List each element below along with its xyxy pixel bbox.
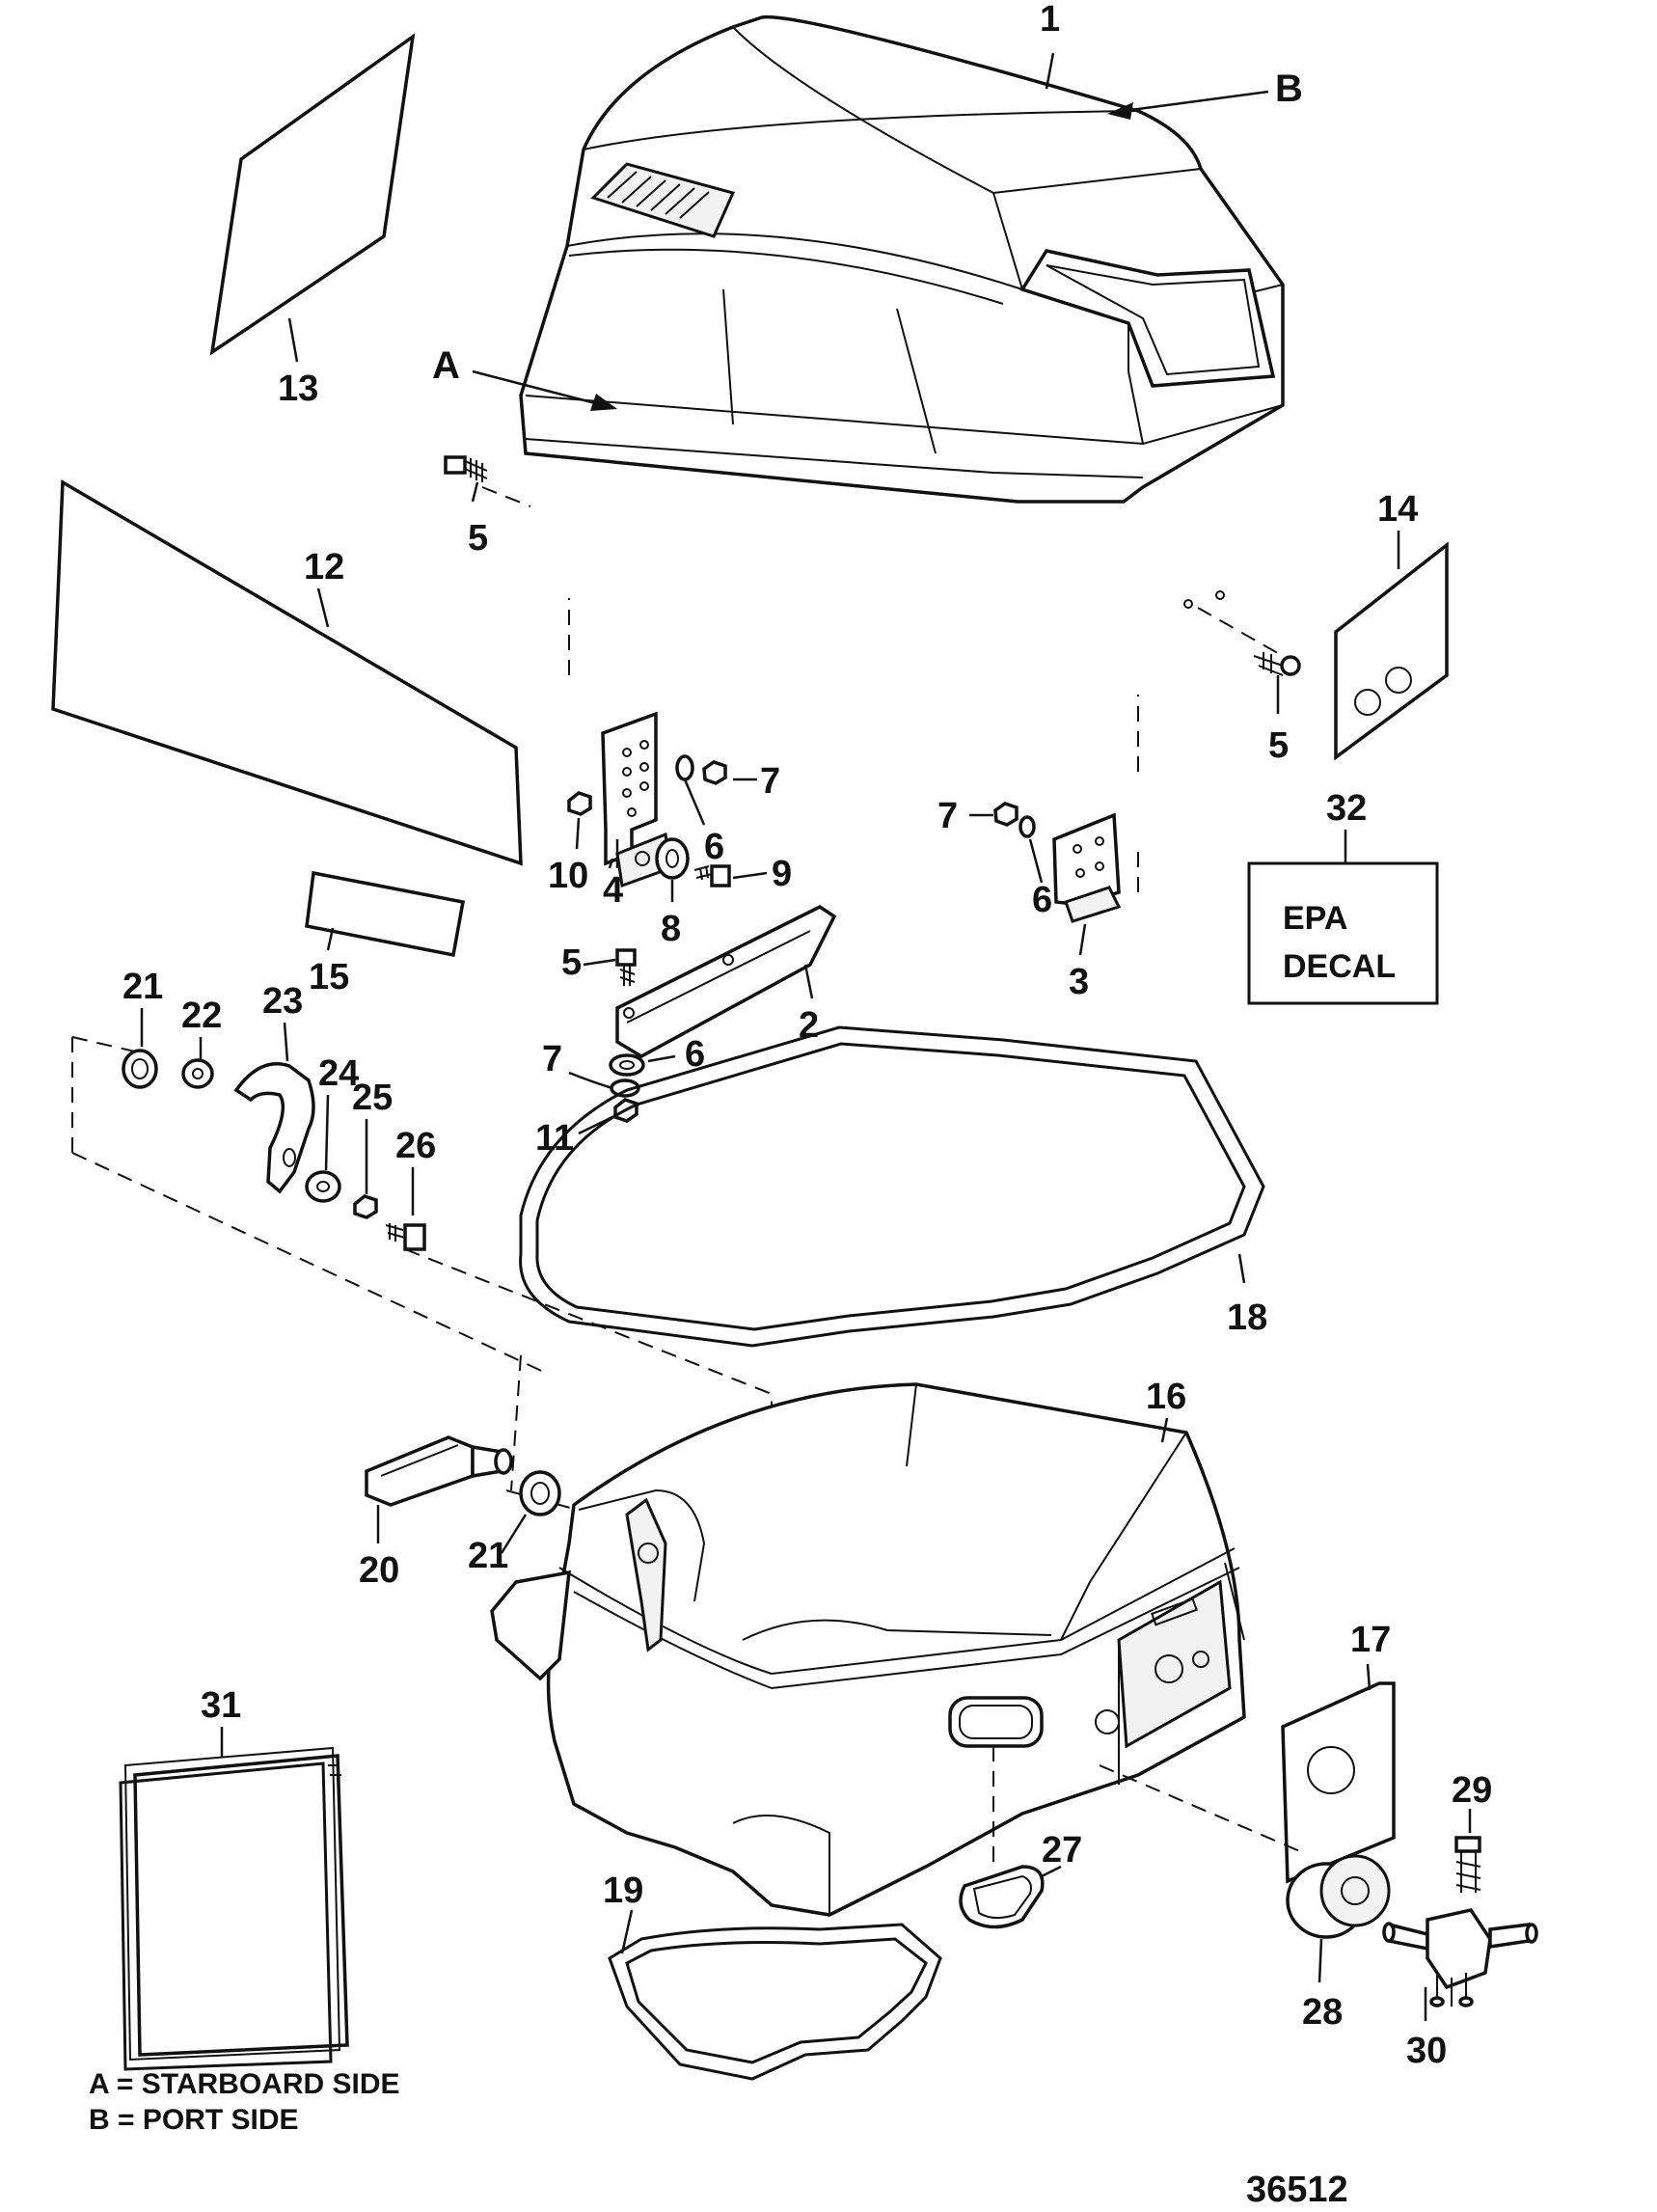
washer-24 [305, 1170, 341, 1203]
callout-25: 25 [352, 1078, 393, 1118]
washer-22 [181, 1058, 214, 1089]
callout-11: 11 [535, 1118, 574, 1159]
callout-18: 18 [1227, 1297, 1267, 1338]
screw-29 [1454, 1836, 1481, 1893]
callout-4: 4 [603, 870, 623, 911]
callout-6-right: 6 [1032, 880, 1052, 920]
callout-7-right: 7 [937, 796, 958, 836]
callout-32: 32 [1326, 788, 1367, 829]
epa-line1: EPA [1283, 900, 1347, 937]
screw-5-right [1253, 652, 1301, 676]
grommet-27 [959, 1865, 1045, 1929]
label-15 [305, 870, 466, 958]
owners-manual-31 [119, 1746, 349, 2071]
seal-18 [519, 1025, 1265, 1348]
callout-21-lower: 21 [468, 1536, 508, 1576]
callout-16: 16 [1146, 1377, 1186, 1417]
callout-5-top: 5 [468, 518, 488, 559]
decal-13 [209, 33, 416, 356]
callout-31: 31 [201, 1685, 241, 1726]
fuel-fitting-30 [1382, 1908, 1538, 2007]
screw-5-latch [615, 948, 637, 986]
callout-21-left: 21 [122, 967, 163, 1007]
screw-5-top [444, 455, 488, 482]
nut-25 [353, 1194, 378, 1219]
callout-24: 24 [318, 1053, 359, 1094]
callout-29: 29 [1452, 1770, 1492, 1811]
callout-28: 28 [1302, 1992, 1343, 2033]
callout-5-right: 5 [1268, 725, 1289, 766]
callout-27: 27 [1042, 1830, 1082, 1871]
figure-number: 36512 [1246, 2170, 1348, 2207]
callout-6-lower: 6 [685, 1034, 705, 1075]
spacer-8 [655, 837, 690, 880]
bushing-21-lower [519, 1470, 561, 1516]
gasket-19 [608, 1923, 942, 2081]
callout-20: 20 [359, 1550, 399, 1591]
callout-22: 22 [181, 996, 222, 1036]
latch-handle-2 [615, 904, 837, 1059]
callout-17: 17 [1350, 1620, 1391, 1660]
callout-15: 15 [309, 957, 349, 997]
callout-7-lower: 7 [542, 1039, 562, 1079]
legend: A = STARBOARD SIDE B = PORT SIDE [89, 2068, 400, 2136]
callout-12: 12 [304, 547, 344, 587]
callout-5-latch: 5 [561, 942, 582, 983]
hook-23 [233, 1062, 315, 1194]
callout-13: 13 [278, 369, 318, 409]
callout-A: A [432, 344, 460, 387]
epa-decal-box: EPA DECAL [1247, 861, 1439, 1005]
bushing-21 [122, 1049, 158, 1089]
callout-23: 23 [262, 981, 303, 1022]
callout-2: 2 [799, 1005, 819, 1046]
callout-14: 14 [1377, 489, 1418, 530]
callout-26: 26 [395, 1126, 436, 1166]
callout-labels: 1 B 13 A 5 12 14 5 32 7 10 4 6 8 9 7 6 3… [122, 0, 1492, 2071]
legend-a: A = STARBOARD SIDE [89, 2068, 400, 2100]
epa-line2: DECAL [1283, 948, 1396, 985]
legend-b: B = PORT SIDE [89, 2104, 299, 2136]
bolt-26 [385, 1223, 426, 1251]
top-cowl [519, 14, 1285, 609]
callout-30: 30 [1406, 2031, 1447, 2071]
bolt-9 [693, 864, 731, 888]
decal-14 [1334, 541, 1449, 761]
decal-17 [1281, 1681, 1396, 1884]
callout-B: B [1275, 68, 1303, 110]
lever-20 [365, 1435, 513, 1507]
callout-1: 1 [1040, 0, 1060, 40]
callout-10: 10 [548, 856, 588, 896]
bottom-cowl-16 [490, 1382, 1246, 1917]
callout-9: 9 [772, 854, 792, 894]
callout-8: 8 [661, 909, 681, 949]
callout-3: 3 [1069, 962, 1089, 1002]
grommet-28 [1286, 1854, 1391, 1939]
callout-7-upper: 7 [760, 761, 780, 802]
callout-6-upper: 6 [704, 827, 724, 867]
bracket-3 [1052, 812, 1122, 923]
callout-19: 19 [603, 1871, 643, 1911]
decal-12 [51, 479, 523, 866]
